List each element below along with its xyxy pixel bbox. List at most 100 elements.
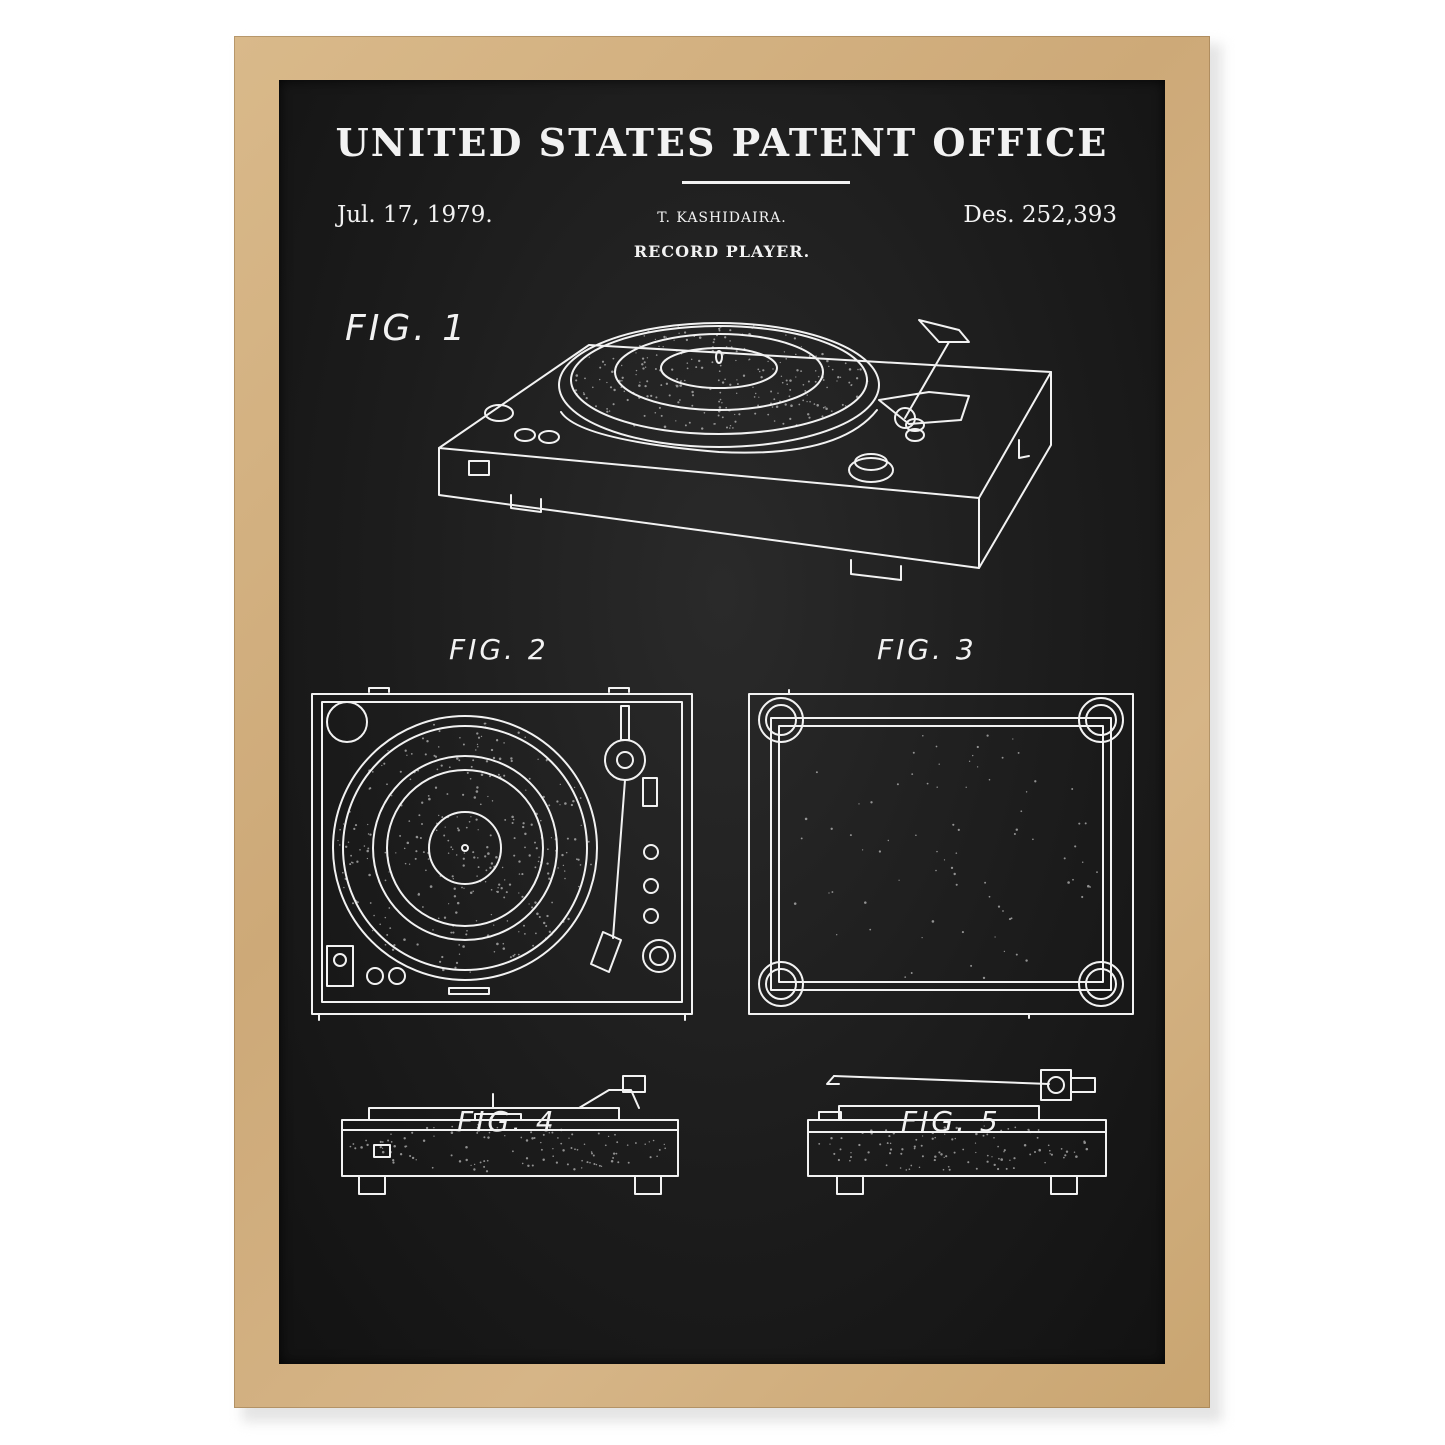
stipple-dot bbox=[456, 1129, 458, 1132]
stipple-dot bbox=[888, 1135, 891, 1138]
stipple-dot bbox=[921, 1135, 924, 1137]
stipple-dot bbox=[440, 764, 443, 767]
stipple-dot bbox=[808, 356, 811, 359]
stipple-dot bbox=[421, 801, 424, 804]
stipple-dot bbox=[988, 895, 991, 898]
stipple-dot bbox=[910, 1164, 913, 1167]
stipple-dot bbox=[822, 369, 824, 371]
stipple-dot bbox=[1013, 1157, 1016, 1160]
stipple-dot bbox=[493, 950, 496, 953]
stipple-dot bbox=[384, 851, 387, 854]
stipple-dot bbox=[580, 1167, 583, 1169]
fig-5-headshell bbox=[827, 1076, 839, 1084]
stipple-dot bbox=[503, 742, 505, 744]
stipple-dot bbox=[489, 834, 492, 837]
stipple-dot bbox=[455, 911, 458, 914]
stipple-dot bbox=[366, 857, 369, 860]
stipple-dot bbox=[428, 797, 431, 801]
stipple-dot bbox=[421, 737, 425, 740]
stipple-dot bbox=[900, 1152, 903, 1155]
stipple-dot bbox=[568, 1137, 570, 1139]
stipple-dot bbox=[517, 953, 520, 956]
stipple-dot bbox=[392, 1159, 395, 1162]
stipple-dot bbox=[635, 369, 638, 372]
stipple-dot bbox=[997, 1167, 1000, 1171]
stipple-dot bbox=[427, 858, 430, 860]
stipple-dot bbox=[548, 1126, 552, 1129]
stipple-dot bbox=[709, 388, 712, 391]
stipple-dot bbox=[644, 1143, 646, 1145]
stipple-dot bbox=[573, 838, 577, 841]
stipple-dot bbox=[644, 384, 647, 388]
stipple-dot bbox=[633, 424, 636, 427]
stipple-dot bbox=[399, 770, 402, 773]
stipple-dot bbox=[472, 759, 475, 762]
stipple-dot bbox=[789, 388, 792, 391]
stipple-dot bbox=[443, 916, 447, 919]
stipple-dot bbox=[735, 359, 737, 362]
stipple-dot bbox=[447, 839, 450, 842]
stipple-dot bbox=[452, 931, 455, 934]
stipple-dot bbox=[1038, 1148, 1041, 1152]
stipple-dot bbox=[855, 377, 859, 380]
stipple-dot bbox=[598, 1164, 601, 1167]
stipple-dot bbox=[590, 1151, 593, 1153]
stipple-dot bbox=[576, 1148, 579, 1151]
fig-2-turntable-top-view bbox=[312, 688, 692, 1020]
stipple-dot bbox=[940, 1153, 943, 1156]
stipple-dot bbox=[986, 1154, 989, 1157]
stipple-dot bbox=[485, 1170, 489, 1173]
stipple-dot bbox=[748, 332, 751, 336]
stipple-dot bbox=[512, 1150, 514, 1153]
stipple-dot bbox=[545, 758, 548, 761]
stipple-dot bbox=[686, 362, 689, 364]
stipple-dot bbox=[1083, 1141, 1086, 1144]
stipple-dot bbox=[386, 783, 388, 786]
stipple-dot bbox=[395, 852, 397, 854]
stipple-dot bbox=[806, 400, 808, 403]
stipple-dot bbox=[943, 1156, 945, 1159]
stipple-dot bbox=[400, 804, 403, 807]
stipple-dot bbox=[476, 875, 478, 877]
stipple-dot bbox=[1025, 959, 1028, 962]
stipple-dot bbox=[839, 376, 842, 379]
stipple-dot bbox=[976, 766, 979, 768]
stipple-dot bbox=[807, 413, 810, 416]
stipple-dot bbox=[384, 943, 387, 946]
stipple-dot bbox=[793, 397, 796, 399]
stipple-dot bbox=[528, 854, 531, 857]
stipple-dot bbox=[484, 726, 487, 728]
stipple-dot bbox=[982, 1134, 985, 1137]
stipple-dot bbox=[391, 948, 395, 952]
stipple-dot bbox=[548, 877, 551, 880]
stipple-dot bbox=[997, 905, 1001, 908]
stipple-dot bbox=[349, 1145, 352, 1148]
stipple-dot bbox=[475, 920, 478, 922]
stipple-dot bbox=[725, 406, 728, 409]
stipple-dot bbox=[573, 786, 576, 789]
stipple-dot bbox=[387, 750, 389, 752]
stipple-dot bbox=[703, 411, 706, 414]
stipple-dot bbox=[496, 1126, 499, 1129]
stipple-dot bbox=[389, 1150, 392, 1154]
stipple-dot bbox=[452, 924, 455, 927]
stipple-dot bbox=[483, 1160, 486, 1163]
stipple-dot bbox=[484, 722, 487, 725]
stipple-dot bbox=[663, 425, 667, 429]
stipple-dot bbox=[348, 810, 351, 813]
stipple-dot bbox=[683, 331, 687, 334]
stipple-dot bbox=[476, 1126, 479, 1129]
stipple-dot bbox=[422, 1139, 426, 1142]
stipple-dot bbox=[808, 354, 811, 357]
stipple-dot bbox=[757, 404, 760, 407]
stipple-shading bbox=[337, 325, 1098, 1173]
stipple-dot bbox=[802, 399, 805, 402]
stipple-dot bbox=[902, 1127, 905, 1130]
stipple-dot bbox=[1063, 857, 1066, 860]
fig-3-foot-bottom-right bbox=[1079, 962, 1123, 1006]
stipple-dot bbox=[724, 336, 727, 339]
stipple-dot bbox=[913, 1145, 916, 1148]
stipple-dot bbox=[837, 1158, 841, 1162]
stipple-dot bbox=[612, 1152, 616, 1155]
stipple-dot bbox=[344, 877, 347, 880]
